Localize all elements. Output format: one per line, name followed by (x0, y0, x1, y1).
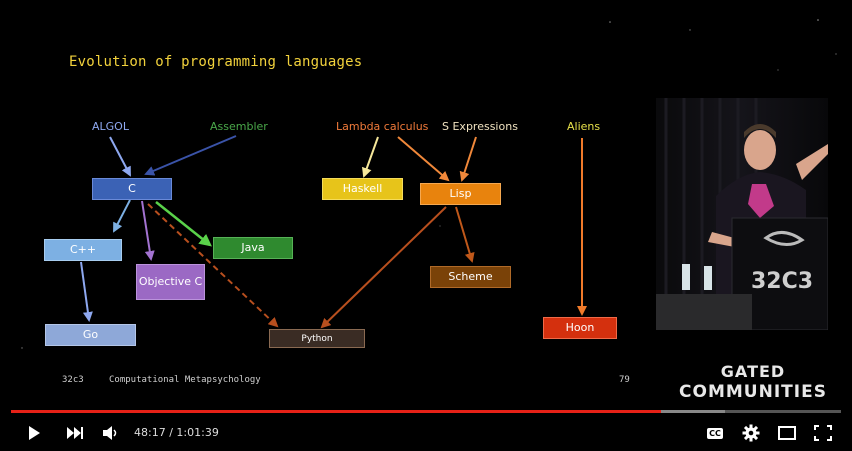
mute-button[interactable] (98, 415, 122, 451)
play-button[interactable] (20, 415, 48, 451)
seek-bar[interactable] (11, 410, 841, 413)
arrow-cpp-go (80, 261, 93, 322)
source-algol: ALGOL (92, 120, 129, 133)
captions-button[interactable]: CC (702, 415, 728, 451)
speaker-video-inset: 32C3 (656, 98, 828, 330)
podium-logo: 32C3 (751, 269, 813, 294)
source-s-expressions: S Expressions (442, 120, 518, 133)
node-hoon: Hoon (543, 317, 617, 339)
captions-icon: CC (707, 427, 723, 439)
water-bottle (682, 264, 690, 290)
node-python: Python (269, 329, 365, 348)
arrow-lisp-scheme (455, 206, 475, 263)
channel-watermark: GATED COMMUNITIES (679, 362, 827, 402)
arrow-sexpr-lisp (459, 136, 477, 182)
duration: 1:01:39 (176, 426, 219, 439)
node-c: C (92, 178, 172, 200)
slide-page-number: 79 (619, 375, 630, 385)
diagram-arrows (80, 135, 587, 329)
source-assembler: Assembler (210, 120, 268, 133)
arrow-lisp-python (320, 206, 447, 329)
player-controls: 48:17 / 1:01:39 CC (0, 415, 852, 451)
node-cpp: C++ (44, 239, 122, 261)
starfield (21, 19, 837, 349)
speaker-scene: 32C3 (656, 98, 828, 330)
node-lisp: Lisp (420, 183, 501, 205)
arrow-c-objc (141, 200, 155, 261)
time-display: 48:17 / 1:01:39 (134, 426, 219, 439)
slide-title: Evolution of programming languages (69, 54, 363, 70)
play-icon (29, 426, 40, 440)
node-objective-c: Objective C (136, 264, 205, 300)
volume-icon (103, 426, 117, 440)
settings-icon (742, 424, 760, 442)
source-aliens: Aliens (567, 120, 601, 133)
next-button[interactable] (62, 415, 88, 451)
node-java: Java (213, 237, 293, 259)
theater-mode-button[interactable] (774, 415, 800, 451)
arrow-lambda-lisp (397, 136, 450, 182)
played-bar (11, 410, 661, 413)
arrow-c-cpp (113, 199, 131, 233)
arrow-algol-c (109, 136, 131, 177)
node-haskell: Haskell (322, 178, 403, 200)
slide-footer-event: 32c3 (62, 375, 84, 385)
slide-footer-talk: Computational Metapsychology (109, 375, 261, 385)
water-bottle (704, 266, 712, 290)
arrow-c-java (155, 201, 212, 247)
source-lambda-calculus: Lambda calculus (336, 120, 429, 133)
node-scheme: Scheme (430, 266, 511, 288)
arrow-lambda-haskell (361, 136, 379, 178)
next-icon (67, 427, 83, 439)
arrow-assembler-c (144, 135, 237, 176)
settings-button[interactable] (738, 415, 764, 451)
fullscreen-button[interactable] (810, 415, 836, 451)
fullscreen-icon (814, 425, 832, 441)
theater-mode-icon (778, 426, 796, 440)
current-time: 48:17 (134, 426, 166, 439)
node-go: Go (45, 324, 136, 346)
